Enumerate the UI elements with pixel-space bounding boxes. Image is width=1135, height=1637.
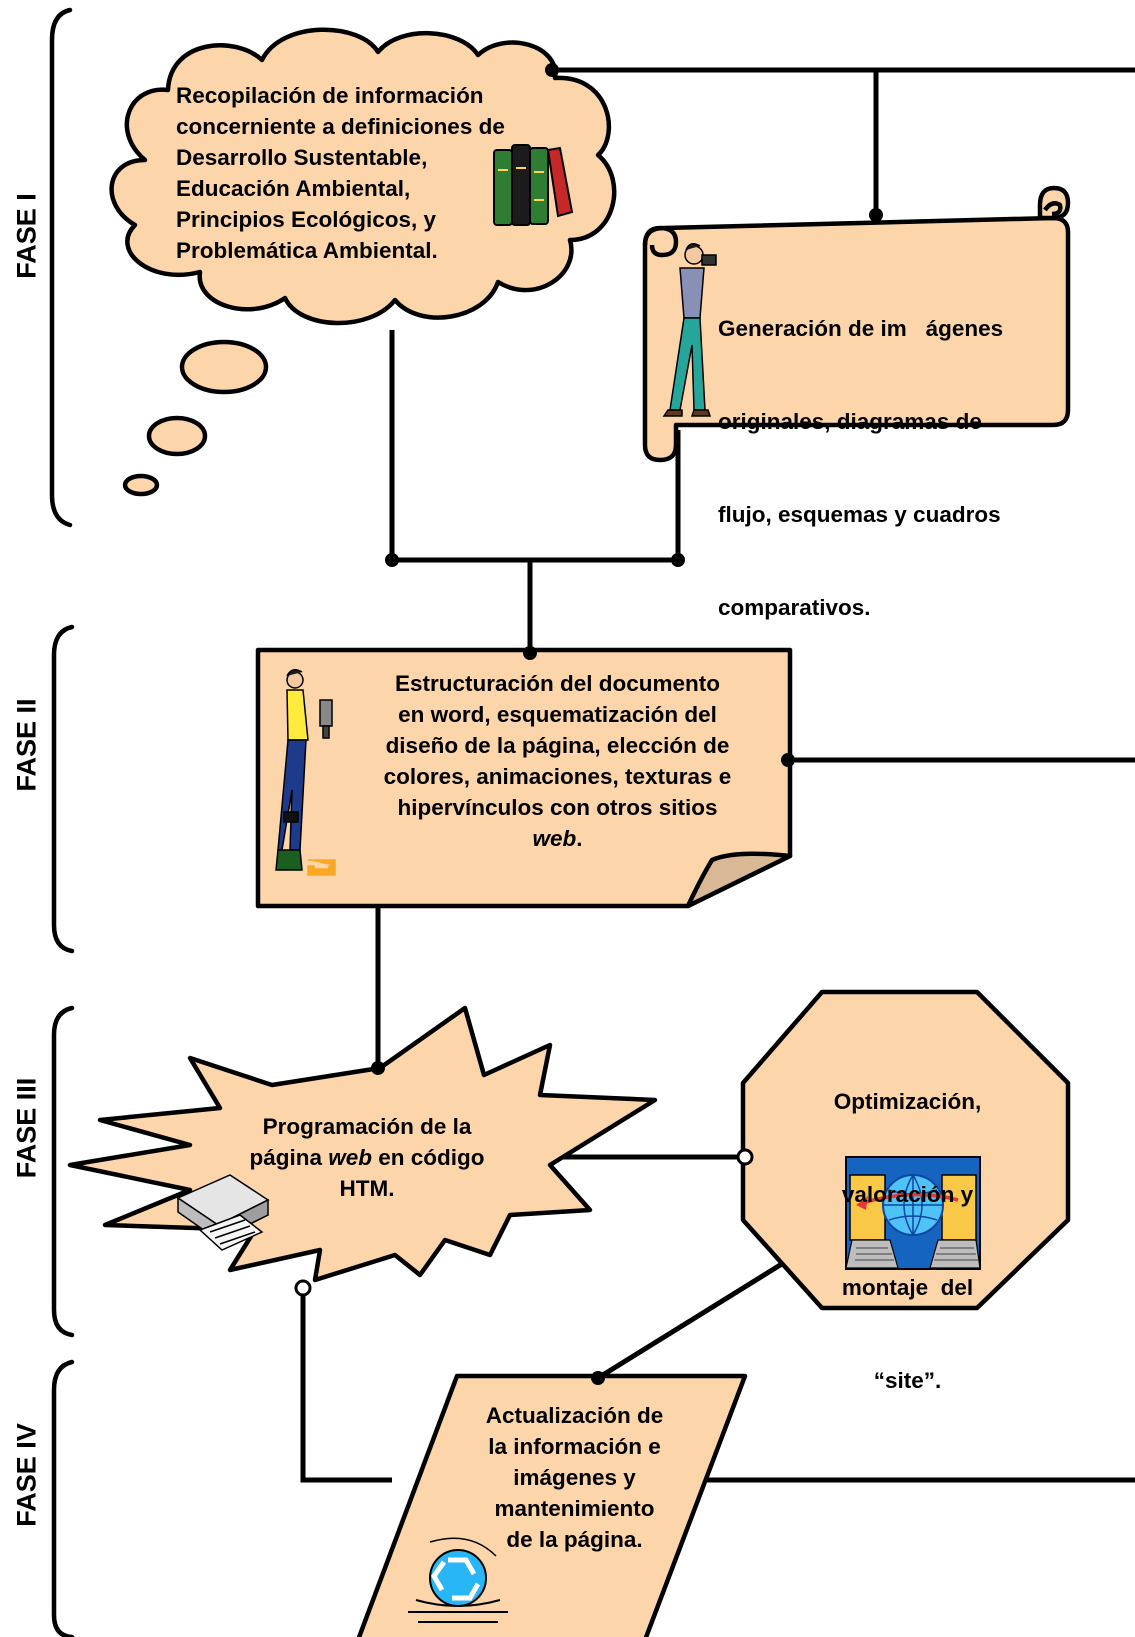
burst-line: Programación de la xyxy=(262,1114,472,1139)
phase-label-2: FASE II xyxy=(11,698,42,792)
octagon-line: valoración y xyxy=(841,1182,974,1207)
note-italic-word: web xyxy=(532,826,577,851)
recycle-icon xyxy=(408,1537,508,1623)
note-line: colores, animaciones, texturas e xyxy=(383,764,732,789)
cloud-line: concerniente a definiciones de xyxy=(176,114,505,139)
connectors xyxy=(300,67,1135,1483)
cloud-line: Problemática Ambiental. xyxy=(176,238,438,263)
burst-line-part: en código xyxy=(372,1145,485,1170)
scroll-line: Generación de im ágenes xyxy=(718,316,1004,341)
cloud-line: Educación Ambiental, xyxy=(176,176,411,201)
phase-bracket-1 xyxy=(49,7,73,528)
parallelogram-line: la información e xyxy=(488,1434,661,1459)
note-suffix: . xyxy=(576,826,583,851)
octagon-line: montaje del xyxy=(841,1275,974,1300)
computer-icon xyxy=(176,1174,270,1251)
note-line: hipervínculos con otros sitios xyxy=(397,795,718,820)
phase-bracket-4 xyxy=(51,1359,75,1637)
octagon-shape xyxy=(740,989,1071,1311)
scroll-line: comparativos. xyxy=(718,595,871,620)
note-line: Estructuración del documento xyxy=(394,671,721,696)
cloud-shape xyxy=(109,27,617,497)
books-icon xyxy=(493,144,574,226)
parallelogram-line: de la página. xyxy=(506,1527,643,1552)
scroll-shape xyxy=(642,185,1071,463)
scroll-line: originales, diagramas de xyxy=(718,409,982,434)
phase-bracket-3 xyxy=(51,1005,75,1338)
phase-bracket-2 xyxy=(51,624,75,954)
open-junctions xyxy=(294,1148,754,1297)
photographer-icon xyxy=(662,243,717,417)
octagon-line: Optimización, xyxy=(833,1089,982,1114)
burst-italic-word: web xyxy=(328,1145,373,1170)
scroll-text: Generación de im ágenes originales, diag… xyxy=(718,251,1003,654)
cloud-line: Recopilación de información xyxy=(176,83,484,108)
cloud-line: Principios Ecológicos, y xyxy=(176,207,437,232)
burst-line: HTM. xyxy=(339,1176,395,1201)
note-text: Estructuración del documento en word, es… xyxy=(345,668,770,854)
network-globe-icon xyxy=(845,1156,981,1270)
octagon-text: Optimización, valoración y montaje del “… xyxy=(800,1024,1015,1427)
parallelogram-line: mantenimiento xyxy=(494,1496,655,1521)
parallelogram-line: Actualización de xyxy=(485,1403,664,1428)
phase-label-4: FASE IV xyxy=(11,1423,42,1527)
note-line: en word, esquematización del xyxy=(398,702,717,727)
burst-text: Programación de la página web en código … xyxy=(222,1111,512,1204)
note-shape xyxy=(255,647,793,909)
parallelogram-line: imágenes y xyxy=(513,1465,636,1490)
parallelogram-text: Actualización de la información e imágen… xyxy=(462,1400,687,1555)
phase-label-1: FASE I xyxy=(11,193,42,279)
note-line: diseño de la página, elección de xyxy=(385,733,730,758)
burst-line: página web en código xyxy=(222,1142,512,1173)
note-last-line: web. xyxy=(345,823,770,854)
junction-dots xyxy=(371,63,883,1385)
burst-line-part: página xyxy=(249,1145,329,1170)
painter-icon xyxy=(275,669,336,876)
phase-label-3: FASE III xyxy=(11,1077,42,1179)
scroll-line: flujo, esquemas y cuadros xyxy=(718,502,1001,527)
cloud-line: Desarrollo Sustentable, xyxy=(176,145,428,170)
octagon-line: “site”. xyxy=(873,1368,942,1393)
cloud-text: Recopilación de información concerniente… xyxy=(176,80,505,266)
